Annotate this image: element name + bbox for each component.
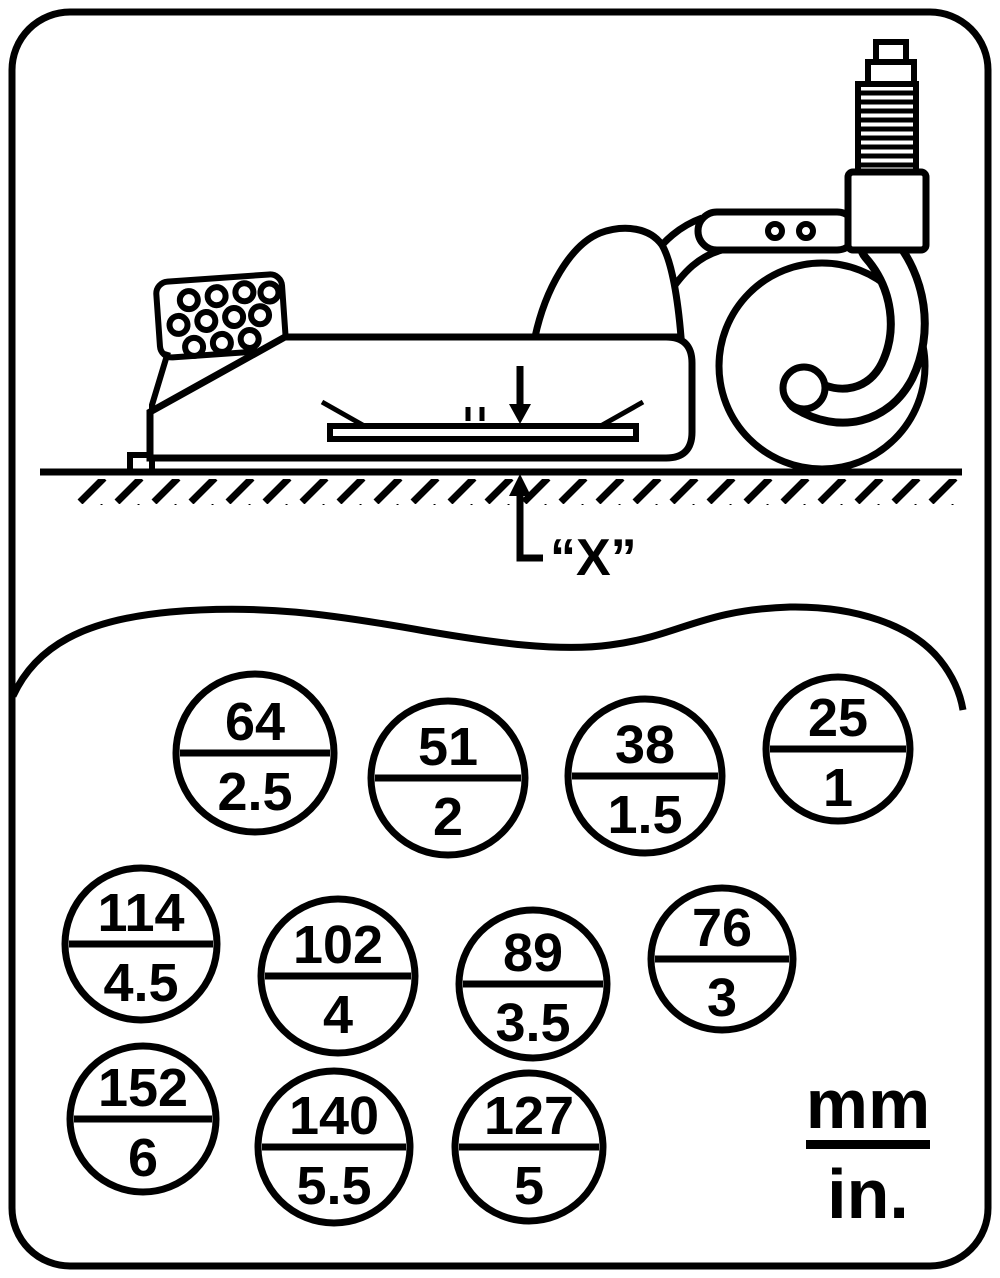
- unit-mm-label: mm: [806, 1065, 930, 1143]
- units-legend: mm in.: [806, 1065, 930, 1233]
- panel-wave-line: [9, 603, 967, 711]
- height-circle-64: 64 2.5: [172, 670, 338, 836]
- dimension-leader: [516, 490, 543, 562]
- arm-hole: [796, 221, 816, 241]
- dimension-arrow-up-head: [509, 474, 531, 496]
- caster-pivot-block: [844, 168, 930, 254]
- mm-value: 89: [503, 923, 563, 983]
- unit-in-label: in.: [827, 1155, 909, 1233]
- height-circle-51: 51 2: [367, 697, 529, 859]
- height-circles: 64 2.5 51 2 38 1.5 25 1 114 4.5: [61, 670, 914, 1227]
- height-circle-114: 114 4.5: [61, 864, 221, 1024]
- in-value: 5.5: [296, 1156, 371, 1216]
- in-value: 3.5: [495, 993, 570, 1053]
- mm-value: 102: [293, 915, 383, 975]
- caster-fork-fill: [791, 233, 921, 419]
- mm-value: 127: [484, 1086, 574, 1146]
- in-value: 1: [823, 758, 853, 818]
- in-value: 4.5: [103, 953, 178, 1013]
- height-circle-127: 127 5: [451, 1069, 607, 1225]
- in-value: 1.5: [607, 785, 682, 845]
- height-circle-102: 102 4: [257, 895, 419, 1057]
- in-value: 2.5: [217, 762, 292, 822]
- height-circle-89: 89 3.5: [455, 906, 611, 1062]
- blade-arrow-down-head: [509, 404, 531, 424]
- height-circle-140: 140 5.5: [254, 1067, 414, 1227]
- units-divider: [806, 1140, 930, 1149]
- deck-front-foot: [127, 452, 152, 470]
- in-value: 3: [707, 968, 737, 1028]
- in-value: 5: [514, 1156, 544, 1216]
- wheel-hub: [779, 363, 829, 413]
- mower-illustration: [40, 39, 962, 505]
- in-value: 6: [128, 1128, 158, 1188]
- height-circle-152: 152 6: [66, 1042, 220, 1196]
- mm-value: 76: [692, 898, 752, 958]
- height-circle-76: 76 3: [647, 884, 797, 1034]
- dimension-label: “X”: [550, 529, 637, 587]
- dimension-x-marker: “X”: [509, 474, 637, 587]
- mm-value: 64: [225, 692, 285, 752]
- mm-value: 51: [418, 717, 478, 777]
- in-value: 2: [433, 787, 463, 847]
- arm-hole: [765, 221, 785, 241]
- deck-hump: [530, 224, 685, 341]
- height-circle-25: 25 1: [762, 673, 914, 825]
- mm-value: 38: [615, 715, 675, 775]
- mm-value: 152: [98, 1058, 188, 1118]
- blade-bar: [327, 423, 639, 442]
- rod-threads: [860, 90, 914, 168]
- height-adjustment-plate: [153, 271, 289, 361]
- mm-value: 25: [808, 688, 868, 748]
- mm-value: 114: [97, 883, 184, 943]
- mm-value: 140: [289, 1086, 379, 1146]
- in-value: 4: [323, 985, 353, 1045]
- height-circle-38: 38 1.5: [564, 695, 726, 857]
